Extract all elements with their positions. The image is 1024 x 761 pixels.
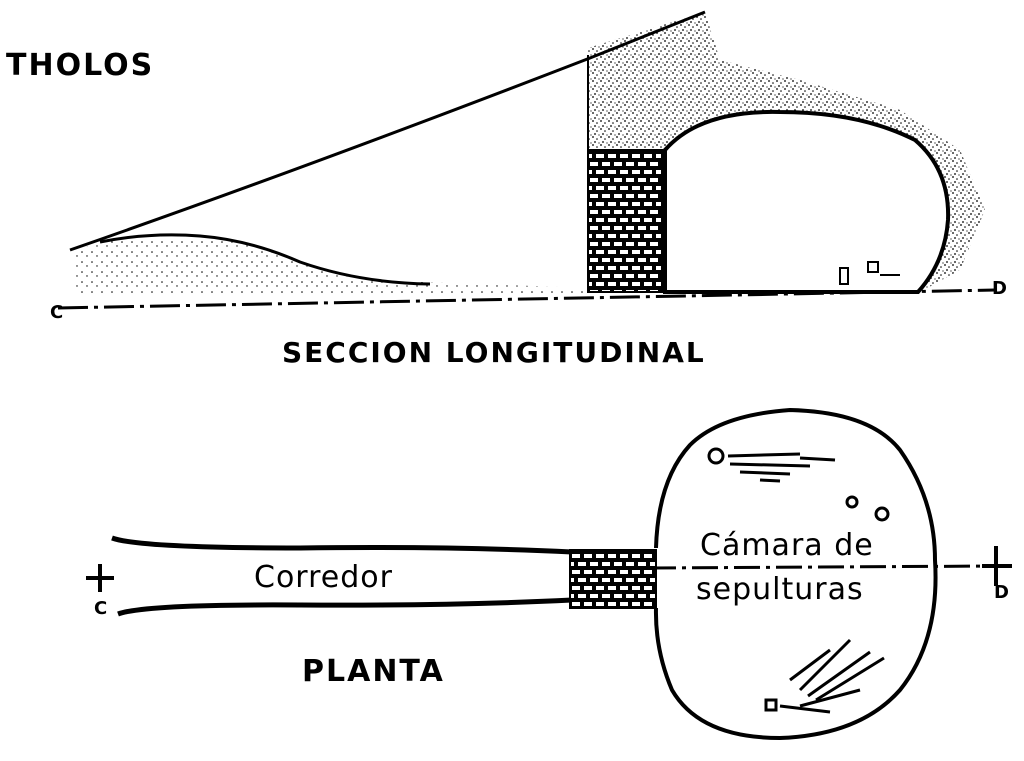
corridor-top-wall (111, 535, 573, 555)
hill-outline (99, 233, 431, 286)
plan-right-axis-mark (982, 546, 1012, 586)
section-end-left-label: C (50, 302, 64, 323)
corridor-label: Corredor (254, 560, 393, 595)
diagram-title: THOLOS (6, 48, 155, 83)
burial-remains-upper (707, 447, 890, 522)
corridor-mound (75, 237, 588, 295)
corridor-bottom-wall (117, 597, 573, 617)
mound-slope-line (69, 10, 706, 252)
plan-masonry-entrance (569, 549, 657, 609)
chamber-hollow (663, 109, 951, 294)
plan-axis-line (649, 564, 1001, 570)
floor-remains (839, 261, 900, 285)
section-title: SECCION LONGITUDINAL (282, 336, 706, 369)
plan-end-left-label: C (94, 598, 108, 619)
plan-view (86, 407, 1012, 741)
chamber-label-line2: sepulturas (696, 572, 864, 607)
plan-left-axis-mark (86, 564, 114, 592)
burial-remains-lower (764, 638, 885, 714)
plan-title: PLANTA (302, 654, 445, 689)
masonry-wall (587, 149, 663, 293)
chamber-outline (653, 407, 938, 741)
section-end-right-label: D (992, 278, 1007, 299)
chamber-label-line1: Cámara de (700, 528, 874, 563)
section-axis-line (57, 288, 996, 310)
longitudinal-section (57, 10, 996, 310)
plan-end-right-label: D (994, 582, 1009, 603)
